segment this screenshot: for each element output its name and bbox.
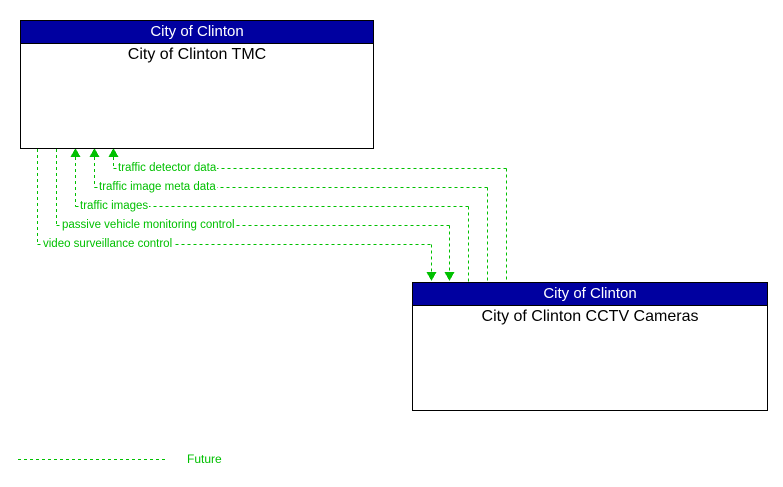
arrowhead-down-video-surveillance	[426, 272, 437, 281]
flow-label-traffic-images[interactable]: traffic images	[79, 200, 150, 213]
legend-future-label: Future	[187, 452, 222, 466]
flow-label-passive-vehicle-monitoring-control[interactable]: passive vehicle monitoring control	[61, 219, 236, 232]
arrowhead-up-traffic-detector	[108, 148, 119, 157]
flow-label-video-surveillance-control[interactable]: video surveillance control	[42, 238, 174, 251]
entity-header-org: City of Clinton	[21, 21, 373, 44]
entity-header-org: City of Clinton	[413, 283, 767, 306]
flow-label-traffic-detector-data[interactable]: traffic detector data	[117, 162, 218, 175]
entity-box-city-of-clinton-tmc[interactable]: City of Clinton City of Clinton TMC	[20, 20, 374, 149]
entity-box-city-of-clinton-cctv-cameras[interactable]: City of Clinton City of Clinton CCTV Cam…	[412, 282, 768, 411]
arrowhead-up-traffic-images	[70, 148, 81, 157]
entity-name-cctv-cameras: City of Clinton CCTV Cameras	[481, 308, 699, 325]
arrowhead-down-passive-vehicle	[444, 272, 455, 281]
entity-name-tmc: City of Clinton TMC	[127, 46, 267, 63]
flow-label-traffic-image-meta-data[interactable]: traffic image meta data	[98, 181, 217, 194]
arrowhead-up-traffic-image-meta	[89, 148, 100, 157]
